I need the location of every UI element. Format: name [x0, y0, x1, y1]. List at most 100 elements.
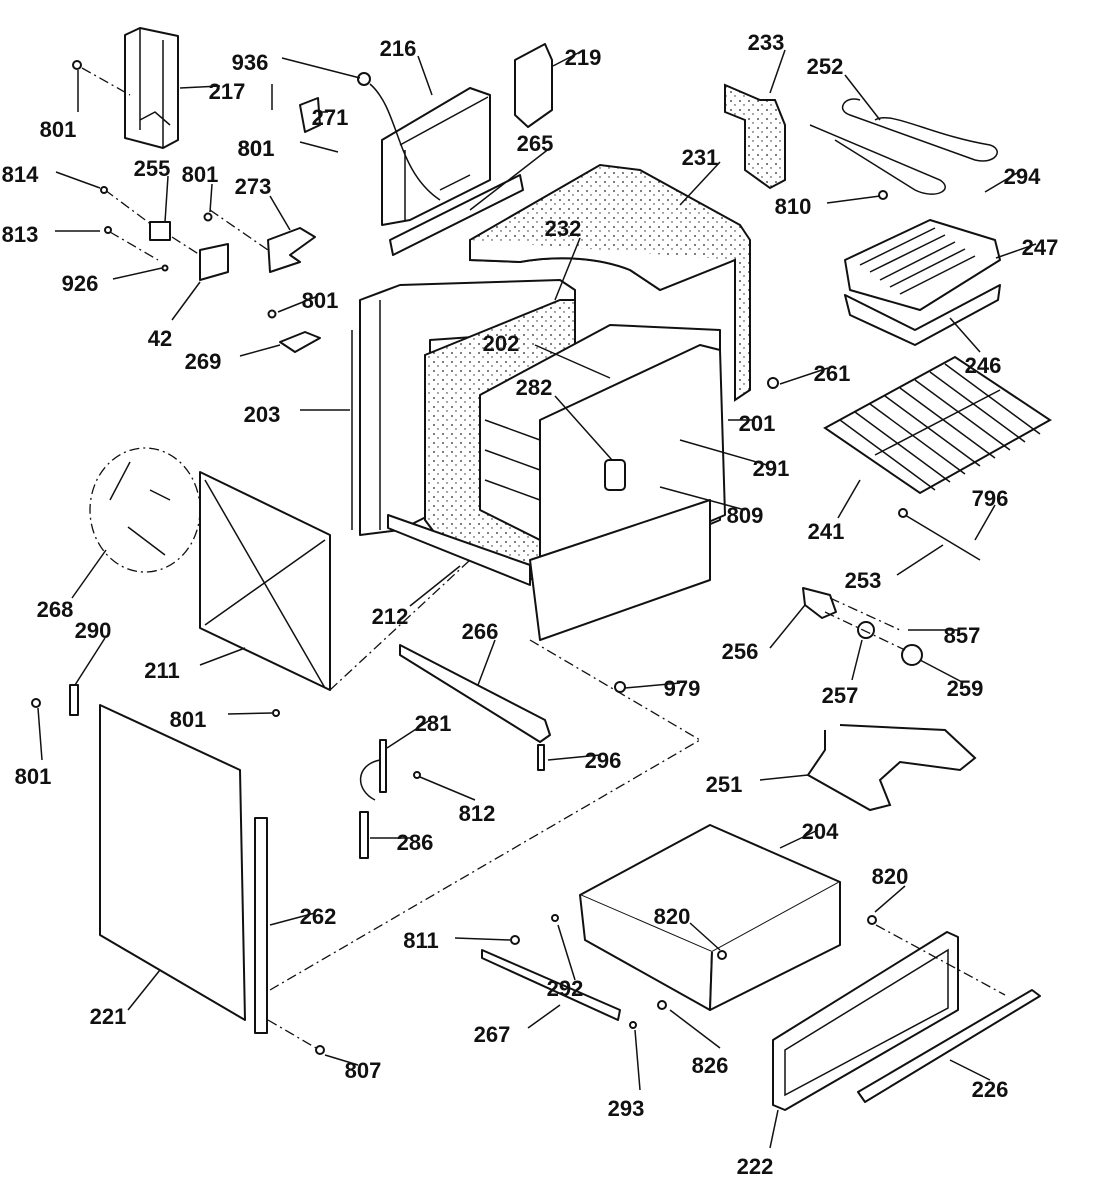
callout-leader-259	[919, 659, 963, 683]
callout-label-233: 233	[748, 30, 785, 55]
callout-leader-253	[896, 544, 944, 576]
callout-leader-251	[759, 774, 809, 781]
callout-label-290: 290	[75, 618, 112, 643]
callout-label-251: 251	[706, 772, 743, 797]
callout-leader-212	[409, 565, 461, 607]
part-266-rail	[399, 644, 551, 743]
part-42-plate	[199, 243, 229, 281]
callout-leaders	[37, 49, 1037, 1149]
callout-leader-233	[769, 49, 786, 94]
callout-label-801-g: 801	[15, 764, 52, 789]
callout-label-241: 241	[808, 519, 845, 544]
callout-leader-217	[179, 85, 221, 89]
part-221-side-panel	[99, 704, 246, 1021]
callout-label-201: 201	[739, 411, 776, 436]
callout-label-269: 269	[185, 349, 222, 374]
callout-leader-232	[554, 237, 581, 301]
callout-label-826: 826	[692, 1053, 729, 1078]
callout-leader-293	[634, 1029, 641, 1091]
parts-artwork	[31, 27, 1052, 1111]
callout-label-42: 42	[148, 326, 172, 351]
callout-leader-273	[269, 195, 291, 231]
callout-label-936: 936	[232, 50, 269, 75]
callout-label-801-e: 801	[302, 288, 339, 313]
callout-leader-255	[164, 175, 169, 223]
callout-leader-268	[71, 549, 107, 599]
callout-leader-290	[74, 637, 106, 686]
callout-label-262: 262	[300, 904, 337, 929]
part-936-grommet	[357, 72, 371, 86]
part-290-hinge	[69, 684, 79, 716]
callout-leader-811	[454, 937, 511, 941]
callout-label-222: 222	[737, 1154, 774, 1179]
callout-label-211: 211	[144, 658, 180, 683]
callout-label-286: 286	[397, 830, 434, 855]
callout-leader-247	[995, 243, 1037, 259]
callout-leader-252	[844, 74, 881, 121]
callout-label-259: 259	[947, 676, 984, 701]
part-219-shield	[514, 43, 553, 128]
callout-label-252: 252	[807, 54, 844, 79]
callout-label-810: 810	[775, 194, 812, 219]
callout-leader-936	[281, 57, 361, 79]
part-247-broil-pan	[844, 219, 1001, 346]
part-256-lamp-socket	[802, 587, 837, 619]
part-screw	[72, 60, 82, 70]
callout-leader-246	[949, 317, 981, 353]
callout-label-255: 255	[134, 156, 171, 181]
callout-label-203: 203	[244, 402, 281, 427]
part-241-oven-rack	[823, 355, 1052, 495]
callout-label-261: 261	[814, 361, 851, 386]
callout-label-266: 266	[462, 619, 499, 644]
callout-label-268: 268	[37, 597, 74, 622]
callout-label-204: 204	[802, 819, 839, 844]
callout-label-216: 216	[380, 36, 417, 61]
callout-label-812: 812	[459, 801, 496, 826]
part-268-inset	[89, 447, 201, 573]
callout-label-820-a: 820	[872, 864, 909, 889]
callout-leader-801-g	[37, 707, 43, 761]
part-233-duct	[724, 83, 786, 190]
callout-leader-231	[679, 161, 721, 206]
part-217-side-trim	[124, 27, 179, 149]
callout-label-979: 979	[664, 676, 701, 701]
callout-leader-222	[769, 1109, 779, 1149]
callout-label-271: 271	[312, 105, 349, 130]
callout-leader-257	[851, 639, 863, 681]
callout-label-219: 219	[565, 45, 602, 70]
callout-label-246: 246	[965, 353, 1002, 378]
callout-label-293: 293	[608, 1096, 645, 1121]
callout-leader-291	[679, 439, 768, 466]
part-231-cabinet	[469, 163, 751, 402]
callout-label-253: 253	[845, 568, 882, 593]
part-255-block	[149, 221, 171, 241]
callout-label-814: 814	[2, 162, 39, 187]
callout-leader-826	[669, 1009, 721, 1049]
callout-leader-261	[779, 367, 829, 385]
callout-label-221: 221	[90, 1004, 127, 1029]
callout-leader-796	[974, 504, 996, 541]
part-252-broil-element	[809, 98, 998, 195]
part-271-plate	[299, 97, 321, 133]
callout-label-281: 281	[415, 711, 452, 736]
callout-label-296: 296	[585, 748, 622, 773]
callout-label-807: 807	[345, 1058, 382, 1083]
callout-label-292: 292	[547, 976, 584, 1001]
callout-label-801-a: 801	[40, 117, 77, 142]
callout-leader-801-c	[299, 141, 339, 153]
callout-leader-801-e	[277, 295, 319, 313]
callout-leader-294	[984, 169, 1023, 193]
part-226-drawer-trim	[857, 989, 1041, 1103]
callout-leader-266	[477, 639, 496, 686]
callout-leader-241	[837, 479, 861, 519]
callout-leader-42	[171, 281, 201, 321]
callout-leader-801-d	[209, 183, 213, 213]
part-212-bottom-rail	[387, 514, 531, 586]
part-269-bracket	[279, 331, 321, 353]
callout-leader-820-a	[874, 885, 906, 913]
callout-label-801-d: 801	[182, 162, 219, 187]
part-286-switch-arm	[359, 811, 369, 859]
callout-label-202: 202	[483, 331, 520, 356]
callout-label-217: 217	[209, 79, 246, 104]
